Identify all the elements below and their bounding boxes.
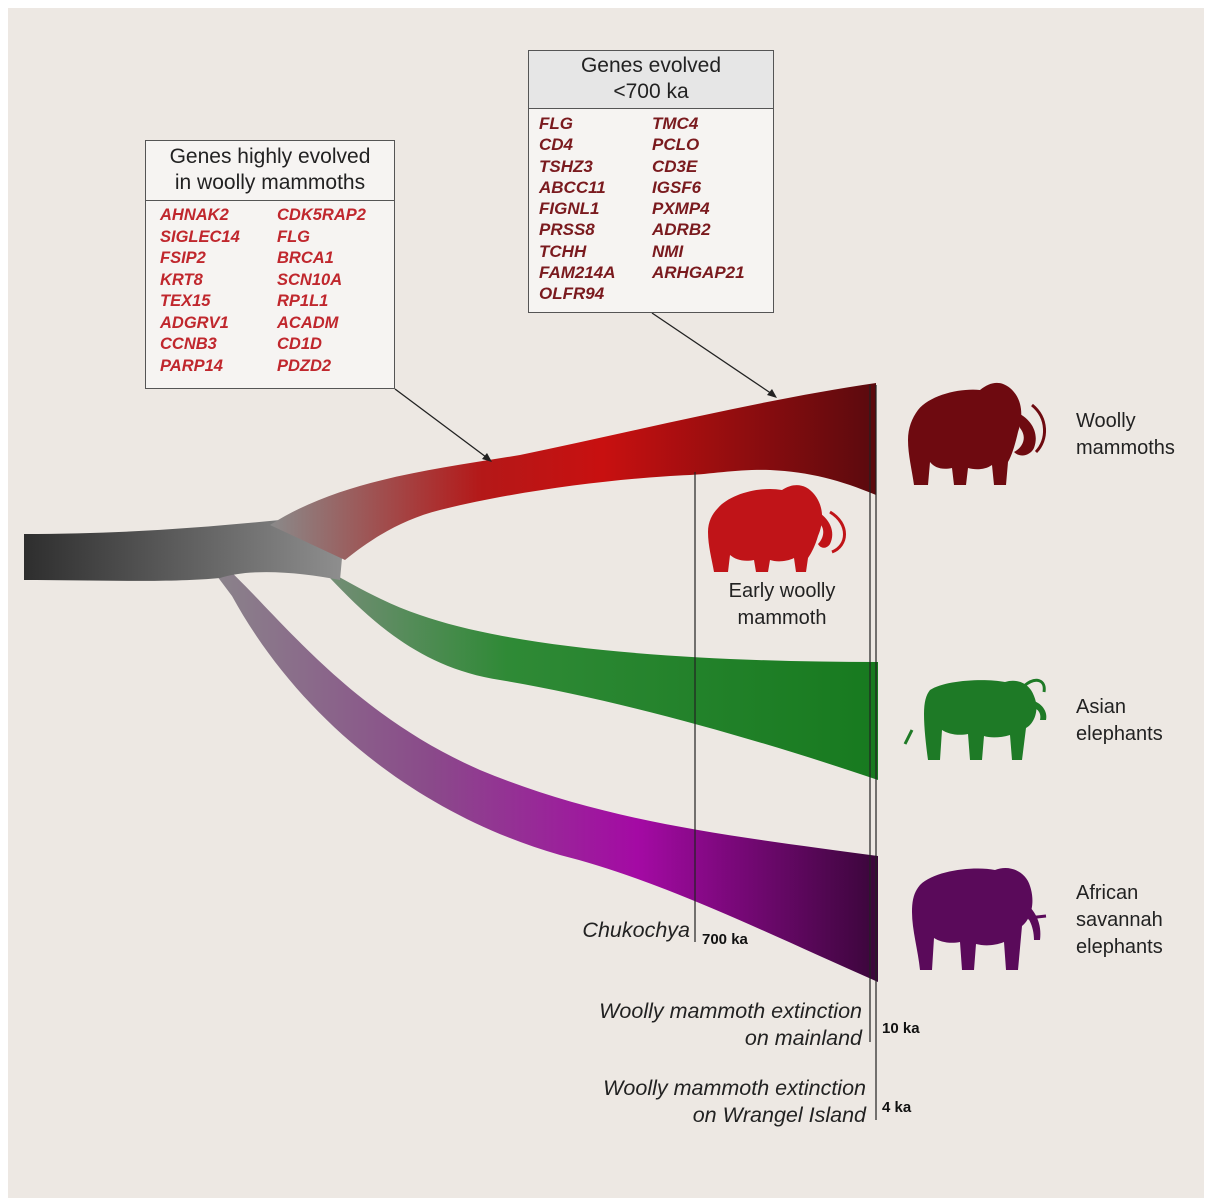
gene-name: TSHZ3 [539,156,593,176]
asian-elephant-icon [903,678,1047,760]
box1-title-line1: Genes highly evolved [169,145,371,168]
chukochya-label: Chukochya [582,918,690,942]
gene-name: PCLO [652,135,700,155]
gene-name: FIGNL1 [539,199,600,219]
gene-name: ADGRV1 [160,313,229,332]
root-branch [24,520,345,581]
ka700-label: 700 ka [702,931,748,948]
woolly-branch [270,383,876,560]
gene-name: ABCC11 [539,177,606,197]
gene-name: TEX15 [160,292,211,310]
gene-name: RP1L1 [277,292,329,310]
african-branch [190,540,878,982]
ka10-label: 10 ka [882,1020,920,1037]
gene-name: FLG [539,114,573,133]
gene-name: PDZD2 [277,356,332,375]
arrow-box2 [651,312,776,397]
ka4-label: 4 ka [882,1099,912,1116]
box2-title-line1: Genes evolved [580,54,722,77]
arrow-box1 [394,388,491,461]
african-elephant-icon [912,867,1047,970]
gene-name: ARHGAP21 [652,263,745,283]
gene-name: PARP14 [160,356,223,375]
gene-name: ADRB2 [652,220,711,240]
gene-name: TCHH [539,241,587,261]
gene-name: SIGLEC14 [160,227,240,246]
gene-name: ACADM [277,313,339,332]
gene-name: OLFR94 [539,284,605,304]
gene-name: PRSS8 [539,220,595,240]
gene-name: CDK5RAP2 [277,206,366,224]
gene-name: BRCA1 [277,249,334,267]
gene-name: FSIP2 [160,249,206,267]
woolly-mammoth-icon [908,382,1046,485]
box1-title-line2: in woolly mammoths [174,171,366,194]
gene-name: AHNAK2 [160,206,229,224]
gene-name: FLG [277,227,310,246]
highly-evolved-genes-title: Genes highly evolved in woolly mammoths [146,141,394,201]
recent-genes-title: Genes evolved <700 ka [529,51,773,109]
gene-name: KRT8 [160,270,203,289]
gene-name: PXMP4 [652,199,710,219]
gene-name: CD1D [277,335,322,353]
box2-title-line2: <700 ka [613,80,689,103]
gene-name: IGSF6 [652,177,702,197]
gene-name: FAM214A [539,263,616,283]
asian-branch [260,540,878,780]
early-woolly-mammoth-icon [708,485,846,572]
gene-name: CCNB3 [160,335,217,353]
gene-name: NMI [652,241,684,261]
gene-name: CD4 [539,135,574,155]
gene-name: CD3E [652,156,698,176]
gene-name: SCN10A [277,270,343,289]
highly-evolved-genes-box: Genes highly evolved in woolly mammoths … [145,140,395,389]
gene-name: TMC4 [652,114,699,133]
